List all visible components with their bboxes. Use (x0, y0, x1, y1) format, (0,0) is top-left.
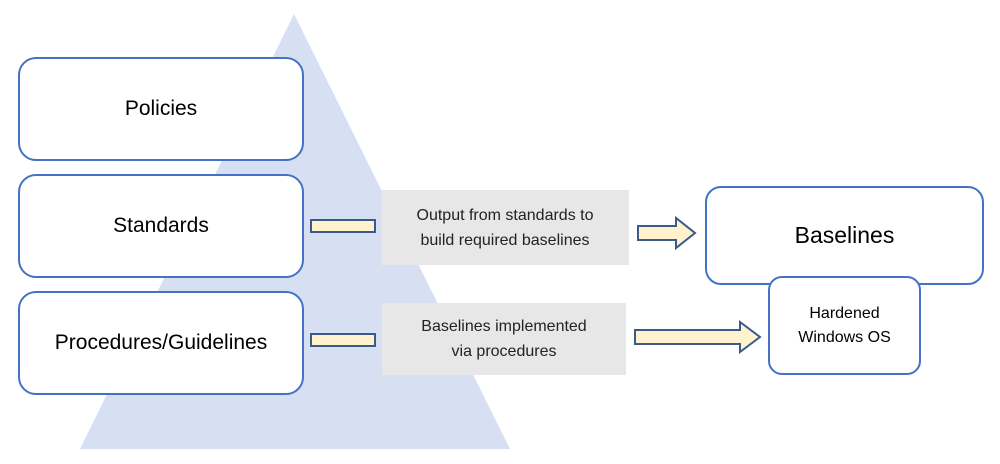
procedures-guidelines-label: Procedures/Guidelines (54, 331, 268, 354)
policies-label: Policies (124, 97, 198, 120)
standards-connector (310, 219, 376, 233)
procedures-guidelines-box: Procedures/Guidelines (18, 291, 304, 395)
to-baselines-arrow (637, 215, 697, 251)
standards-output-note: Output from standards to build required … (381, 190, 629, 265)
policies-box: Policies (18, 57, 304, 161)
standards-output-note-line1: Output from standards to (416, 206, 594, 224)
baselines-implemented-note-line1: Baselines implemented (421, 318, 587, 335)
to-hardened-os-arrow (634, 320, 762, 354)
hardened-label-line2: Windows OS (798, 328, 891, 346)
baselines-box: Baselines (705, 186, 984, 285)
standards-box: Standards (18, 174, 304, 278)
baselines-label: Baselines (794, 222, 895, 248)
hardened-windows-os-box: Hardened Windows OS (768, 276, 921, 375)
baselines-implemented-note-line2: via procedures (451, 343, 557, 360)
standards-output-note-line2: build required baselines (420, 231, 590, 249)
hardened-label-line1: Hardened (809, 304, 880, 322)
baselines-implemented-note: Baselines implemented via procedures (382, 303, 626, 375)
standards-label: Standards (113, 214, 209, 237)
procedures-connector (310, 333, 376, 347)
